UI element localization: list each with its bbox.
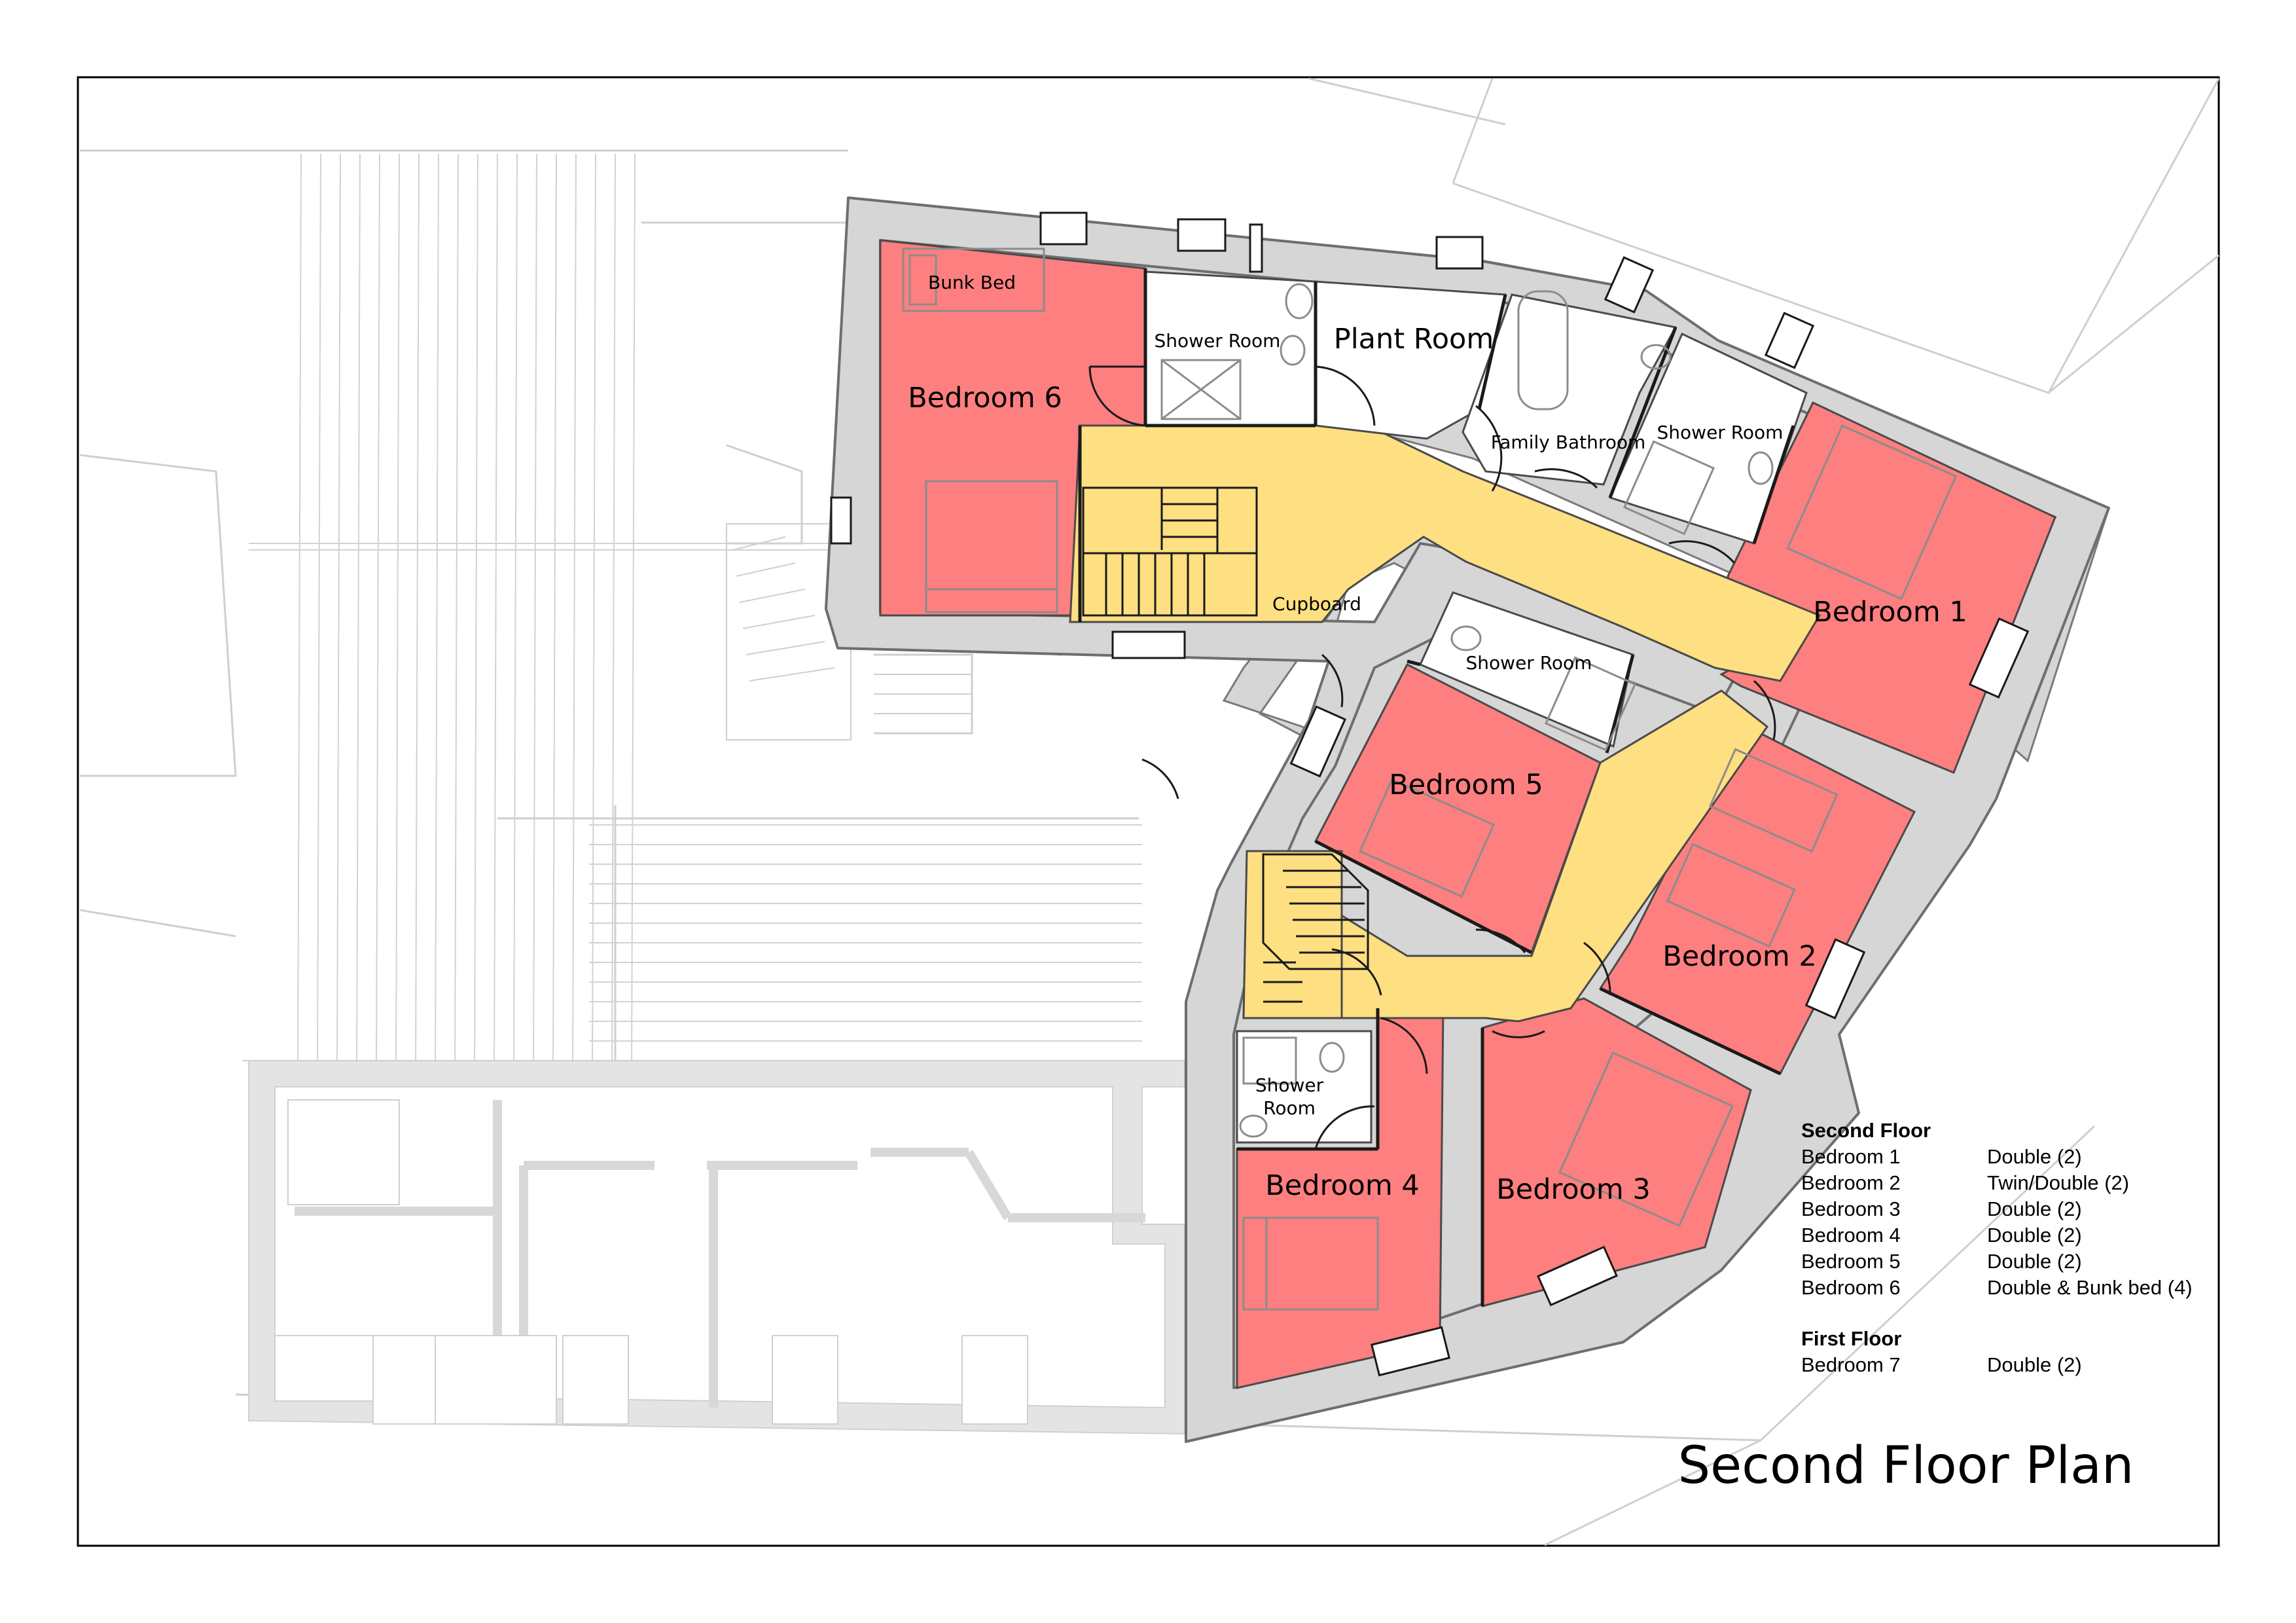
door-swings [1088,365,1776,1150]
neighbour-roof-hatching [249,153,851,1074]
legend-row-bed: Double (2) [1987,1145,2082,1168]
bunk-bed-label: Bunk Bed [928,272,1016,293]
sheet-title: Second Floor Plan [1678,1436,2134,1495]
main-stair [1082,486,1258,617]
bedroom-2-label: Bedroom 2 [1662,940,1817,973]
legend-row-room: Bedroom 1 [1801,1145,1901,1168]
legend-row-bed: Twin/Double (2) [1987,1171,2129,1194]
bedroom-6-bed [925,480,1058,613]
neighbour-roof-hatching-centre [589,824,1142,1061]
bedroom-2-bed-1 [1708,748,1839,853]
shower-room-middle-area [1418,591,1634,748]
legend-row-room: Bedroom 2 [1801,1171,1901,1194]
shower-tray-top [1160,359,1242,420]
windows [830,211,2030,1377]
legend-row-room: Bedroom 3 [1801,1197,1901,1220]
legend-first-floor-heading: First Floor [1801,1327,1901,1350]
shower-tray-middle [1544,656,1637,752]
bedroom-1-bed [1786,424,1958,600]
legend-row-bed: Double (2) [1987,1353,2082,1376]
corridor-middle [1242,689,1769,1023]
bedroom-4-label: Bedroom 4 [1265,1169,1420,1202]
bedroom-5-label: Bedroom 5 [1389,769,1543,801]
sanitary-fittings [1160,283,1774,1138]
cupboard-label: Cupboard [1272,593,1361,615]
legend-row-bed: Double & Bunk bed (4) [1987,1276,2193,1299]
bath [1517,290,1569,410]
shower-tray-bottom [1242,1036,1297,1085]
bedroom-3-bed [1558,1051,1734,1228]
beds [902,247,1958,1311]
sheet-border [77,76,2220,1547]
shower-room-middle-label: Shower Room [1466,652,1592,674]
bedroom-1-label: Bedroom 1 [1813,596,1967,629]
bedroom-5-bed [1358,778,1496,898]
shower-room-bottom-area [1236,1030,1372,1144]
legend-row-room: Bedroom 6 [1801,1276,1901,1299]
stair-landing-lower [1242,850,1343,1019]
legend-row-room: Bedroom 4 [1801,1224,1901,1247]
plant-room-label: Plant Room [1334,323,1494,356]
legend-row-room: Bedroom 7 [1801,1353,1901,1376]
internal-walls [1078,268,1795,1306]
shower-room-top-label: Shower Room [1155,330,1281,352]
legend-row-bed: Double (2) [1987,1250,2082,1273]
shower-room-bottom-label-line1: Shower [1255,1074,1324,1096]
shower-room-bottom-label-line2: Room [1263,1097,1316,1119]
bedroom-2-bed-2 [1666,843,1796,948]
legend-row-room: Bedroom 5 [1801,1250,1901,1273]
family-bathroom-label: Family Bathroom [1491,431,1646,453]
bedroom-3-label: Bedroom 3 [1496,1173,1651,1206]
bedroom-schedule-legend: Second Floor Bedroom 1 Double (2) Bedroo… [1801,1119,2193,1376]
bedroom-6-label: Bedroom 6 [908,382,1062,414]
shower-tray-right [1623,440,1715,536]
neighbour-windows [274,1099,1028,1425]
bunk-bed-outline [902,247,1045,312]
bedroom-4-bed [1242,1216,1379,1311]
legend-row-bed: Double (2) [1987,1197,2082,1220]
legend-row-bed: Double (2) [1987,1224,2082,1247]
legend-second-floor-heading: Second Floor [1801,1119,1931,1142]
shower-room-right-label: Shower Room [1657,422,1784,443]
